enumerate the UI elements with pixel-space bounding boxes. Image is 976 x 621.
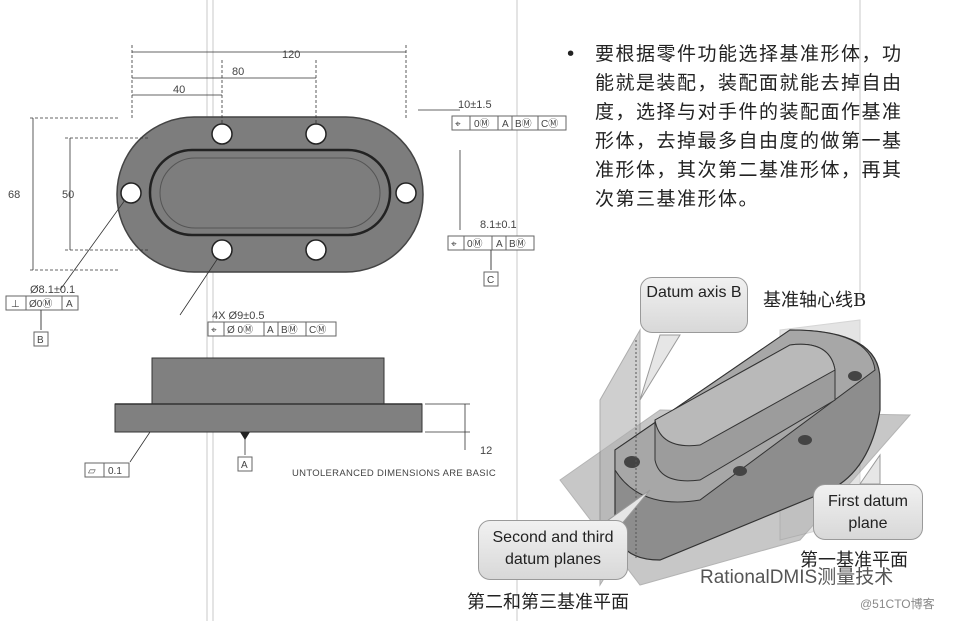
svg-text:BⓂ: BⓂ: [509, 238, 526, 250]
datum-axis-callout: Datum axis B: [640, 277, 748, 333]
svg-text:⌖: ⌖: [451, 239, 457, 250]
svg-text:A: A: [267, 325, 274, 336]
fcf-right: ⌖ 0Ⓜ A BⓂ: [447, 235, 535, 251]
svg-text:Ø 0Ⓜ: Ø 0Ⓜ: [227, 324, 253, 336]
svg-text:0Ⓜ: 0Ⓜ: [474, 118, 490, 130]
svg-text:BⓂ: BⓂ: [515, 118, 532, 130]
front-view: [114, 357, 423, 433]
dim-10: 10±1.5: [458, 99, 492, 111]
datum-axis-cn-label: 基准轴心线B: [763, 290, 866, 311]
basic-dims-note: UNTOLERANCED DIMENSIONS ARE BASIC: [292, 468, 496, 479]
dim-8-1-right: 8.1±0.1: [480, 219, 517, 231]
svg-text:A: A: [502, 119, 509, 130]
svg-text:⌖: ⌖: [455, 119, 461, 130]
second-third-datum-callout: Second and third datum planes: [478, 520, 628, 580]
3d-part-illustration: [559, 319, 912, 587]
dim-40: 40: [173, 84, 185, 96]
svg-text:A: A: [241, 460, 248, 471]
fcf-left: ⊥ Ø0Ⓜ A: [5, 295, 79, 311]
dim-12: 12: [480, 445, 492, 457]
dim-68: 68: [8, 189, 20, 201]
datum-c: C: [483, 250, 499, 287]
watermark-site: @51CTO博客: [860, 596, 935, 611]
dim-80: 80: [232, 66, 244, 78]
svg-text:⌖: ⌖: [211, 325, 217, 336]
first-datum-cn-label: 第一基准平面: [800, 550, 908, 571]
dim-8-1-left: Ø8.1±0.1: [30, 284, 75, 296]
bullet-dot: •: [565, 43, 577, 65]
svg-text:0.1: 0.1: [108, 466, 122, 477]
svg-text:0Ⓜ: 0Ⓜ: [467, 238, 483, 250]
datum-b: B: [33, 310, 49, 347]
svg-text:A: A: [66, 299, 73, 310]
svg-text:Ø0Ⓜ: Ø0Ⓜ: [29, 298, 52, 310]
svg-text:B: B: [37, 335, 44, 346]
second-third-datum-callout-text: Second and third datum planes: [492, 529, 614, 568]
svg-text:CⓂ: CⓂ: [309, 324, 326, 336]
svg-text:⊥: ⊥: [11, 299, 20, 310]
watermark-brand: RationalDMIS测量技术: [700, 566, 893, 588]
svg-text:CⓂ: CⓂ: [541, 118, 558, 130]
svg-text:▱: ▱: [88, 466, 96, 477]
fcf-hole: ⌖ Ø 0Ⓜ A BⓂ CⓂ: [207, 321, 337, 337]
datum-a: A: [237, 456, 253, 472]
top-view: [116, 116, 424, 273]
fcf-top: ⌖ 0Ⓜ A BⓂ CⓂ: [451, 115, 567, 131]
bullet-text: 要根据零件功能选择基准形体，功能就是装配，装配面就能去掉自由度，选择与对手件的装…: [595, 43, 903, 210]
dim-120: 120: [282, 49, 300, 61]
hole-callout: 4X Ø9±0.5: [212, 310, 265, 322]
svg-text:A: A: [496, 239, 503, 250]
svg-text:C: C: [487, 275, 494, 286]
second-third-datum-cn-label: 第二和第三基准平面: [467, 592, 629, 613]
dim-50: 50: [62, 189, 74, 201]
first-datum-callout: First datum plane: [813, 484, 923, 540]
svg-text:BⓂ: BⓂ: [281, 324, 298, 336]
flatness-frame: ▱ 0.1: [84, 462, 130, 478]
first-datum-callout-text: First datum plane: [827, 493, 908, 532]
datum-axis-callout-text: Datum axis B: [646, 284, 742, 301]
